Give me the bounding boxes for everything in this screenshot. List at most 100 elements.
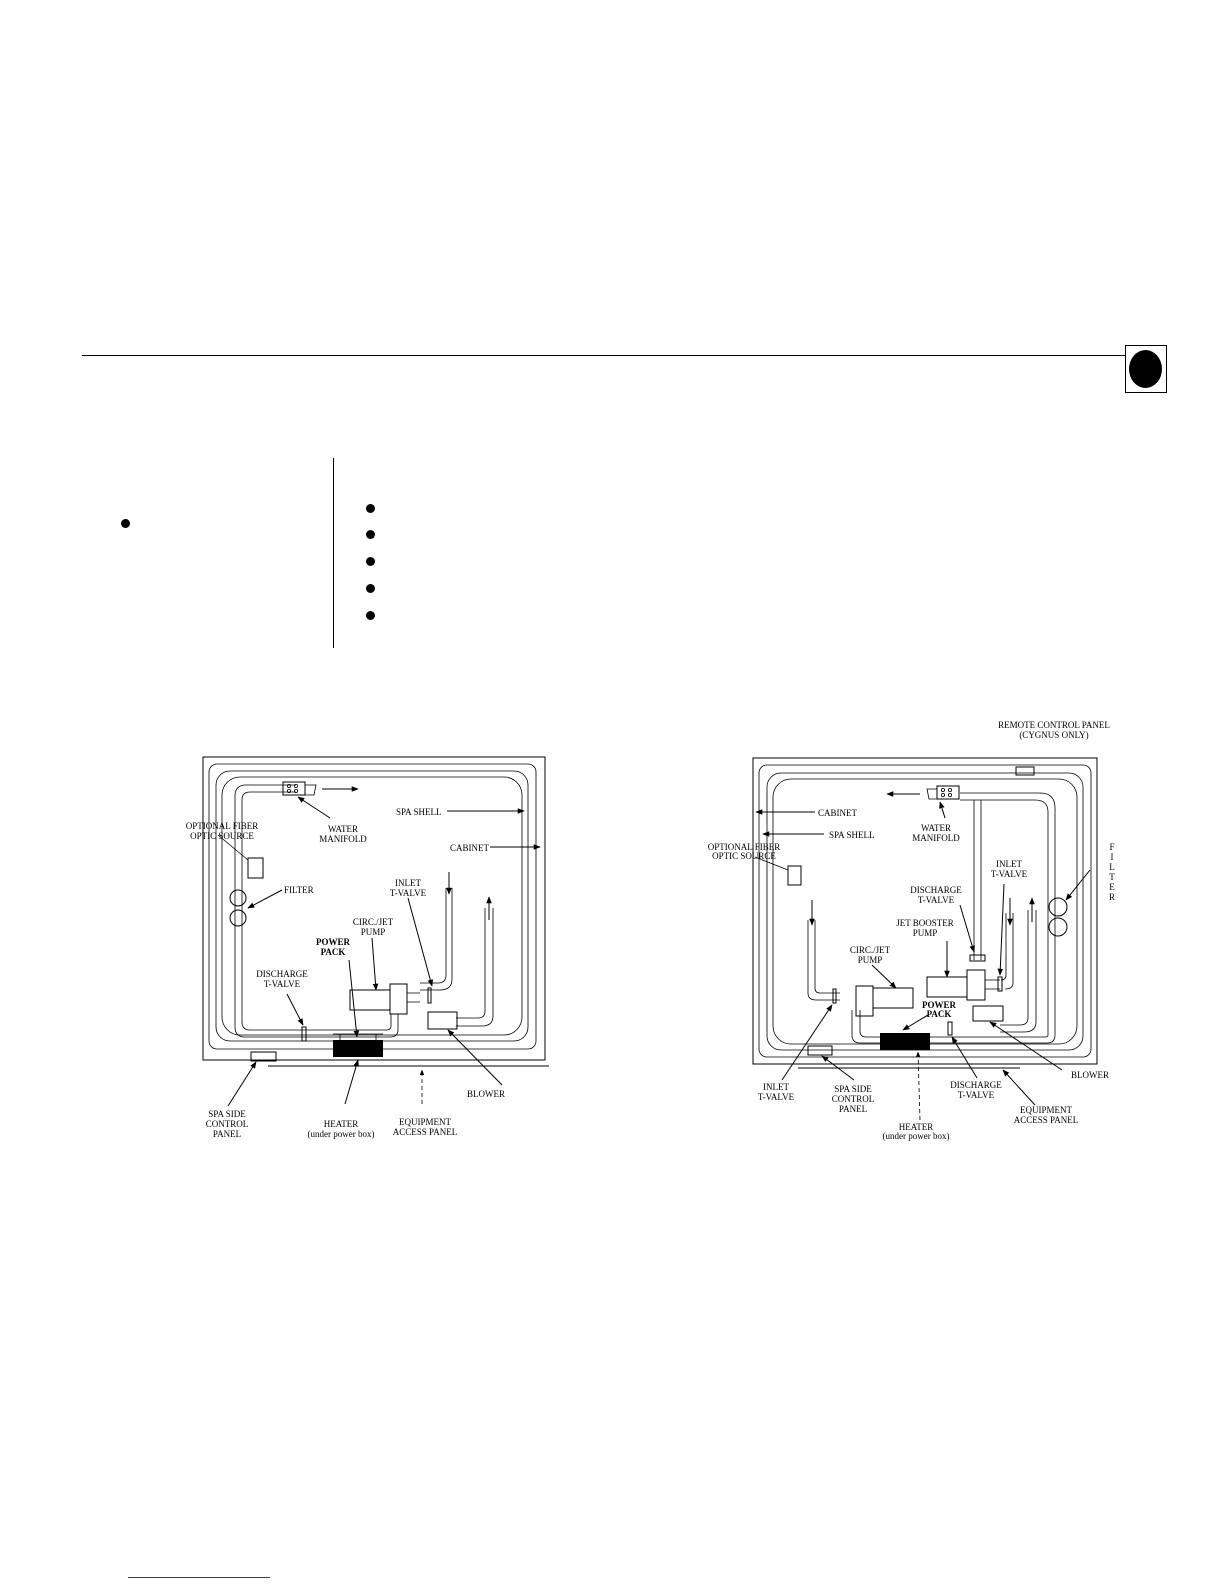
left-cabinet-inner xyxy=(208,763,537,1050)
left-blower xyxy=(427,1011,458,1030)
left-label-blower: BLOWER xyxy=(467,1089,505,1099)
left-filter-top xyxy=(229,889,247,907)
left-circ-pump-head xyxy=(389,983,408,1015)
right-cabinet-inner xyxy=(758,764,1092,1058)
right-label-spa-side-3: PANEL xyxy=(839,1104,867,1114)
bullet-1 xyxy=(366,504,375,513)
right-label-power-1: POWER xyxy=(922,1000,957,1010)
right-label-spa-shell: SPA SHELL xyxy=(829,830,874,840)
left-label-heater-2: (under power box) xyxy=(308,1129,375,1139)
right-label-manifold-2: MANIFOLD xyxy=(912,833,960,843)
right-filter-top xyxy=(1048,897,1068,917)
header-rule xyxy=(82,355,1125,356)
left-label-discharge-2: T-VALVE xyxy=(264,979,301,989)
left-label-spa-side-3: PANEL xyxy=(213,1129,241,1139)
left-water-manifold xyxy=(282,781,306,796)
right-label-equip-1: EQUIPMENT xyxy=(1020,1105,1072,1115)
right-label-circ-1: CIRC./JET xyxy=(850,945,891,955)
right-label-filter-r: R xyxy=(1109,892,1115,902)
left-discharge-t-valve xyxy=(301,1026,307,1042)
right-circ-pump-head xyxy=(855,985,874,1017)
left-label-equip-2: ACCESS PANEL xyxy=(393,1127,457,1137)
left-label-inlet-2: T-VALVE xyxy=(390,888,427,898)
right-label-inlet-2: T-VALVE xyxy=(991,869,1028,879)
right-label-filter-e: E xyxy=(1109,882,1115,892)
left-label-manifold-1: WATER xyxy=(328,824,358,834)
right-inlet-t-valve xyxy=(997,976,1003,992)
right-label-discharge-top-1: DISCHARGE xyxy=(910,885,962,895)
left-label-power-1: POWER xyxy=(316,937,351,947)
right-label-discharge-top-2: T-VALVE xyxy=(918,895,955,905)
right-discharge-t-valve-bottom xyxy=(947,1021,953,1036)
left-label-cabinet: CABINET xyxy=(450,843,489,853)
left-bullet xyxy=(121,519,130,528)
right-label-heater-2: (under power box) xyxy=(883,1131,950,1141)
bullet-5 xyxy=(366,611,375,620)
right-label-fiber-1: OPTIONAL FIBER xyxy=(708,842,780,852)
right-circ-pump-motor xyxy=(872,987,914,1009)
right-label-manifold-1: WATER xyxy=(921,823,951,833)
right-fiber-optic-source xyxy=(787,865,802,886)
left-label-manifold-2: MANIFOLD xyxy=(319,834,367,844)
left-spa-shell-inner xyxy=(221,776,523,1036)
right-inlet-t-valve-bottom xyxy=(832,988,837,1004)
section-tab xyxy=(1125,345,1167,393)
right-label-filter-i: I xyxy=(1111,852,1114,862)
left-spa-side-control-panel xyxy=(250,1051,277,1062)
right-diagram: REMOTE CONTROL PANEL (CYGNUS ONLY) CABIN… xyxy=(708,720,1115,1141)
left-label-heater-1: HEATER xyxy=(324,1119,359,1129)
right-label-discharge-bottom-2: T-VALVE xyxy=(958,1090,995,1100)
right-discharge-t-valve-top xyxy=(969,954,986,962)
right-blower xyxy=(972,1005,1004,1022)
left-power-pack xyxy=(333,1040,383,1057)
right-label-equip-2: ACCESS PANEL xyxy=(1014,1115,1078,1125)
right-remote-control-panel xyxy=(1015,766,1035,776)
bullet-4 xyxy=(366,584,375,593)
right-power-pack xyxy=(880,1033,930,1050)
right-label-filter-t: T xyxy=(1109,872,1115,882)
left-circ-pump-motor xyxy=(349,989,391,1011)
left-filter-bottom xyxy=(229,909,247,927)
left-label-fiber-1: OPTIONAL FIBER xyxy=(186,821,258,831)
left-label-spa-side-1: SPA SIDE xyxy=(208,1109,246,1119)
right-jet-booster-head xyxy=(966,969,986,1001)
section-tab-dot xyxy=(1129,350,1162,388)
right-jet-booster-motor xyxy=(926,976,968,998)
right-label-spa-side-2: CONTROL xyxy=(832,1094,875,1104)
left-label-equip-1: EQUIPMENT xyxy=(399,1117,451,1127)
right-cabinet-outline xyxy=(752,757,1098,1065)
footer-link-underline[interactable] xyxy=(128,1577,270,1578)
column-divider xyxy=(333,458,334,648)
left-label-circ-1: CIRC./JET xyxy=(353,917,394,927)
right-label-inlet-bottom-1: INLET xyxy=(763,1082,789,1092)
right-label-circ-2: PUMP xyxy=(858,955,883,965)
right-label-remote-2: (CYGNUS ONLY) xyxy=(1019,730,1088,740)
left-label-spa-shell: SPA SHELL xyxy=(396,807,441,817)
bullet-2 xyxy=(366,530,375,539)
right-label-remote-1: REMOTE CONTROL PANEL xyxy=(998,720,1110,730)
left-label-fiber-2: OPTIC SOURCE xyxy=(190,831,254,841)
right-label-booster-1: JET BOOSTER xyxy=(896,918,954,928)
left-diagram: OPTIONAL FIBER OPTIC SOURCE WATER MANIFO… xyxy=(186,756,549,1139)
right-label-power-2: PACK xyxy=(927,1009,952,1019)
left-pipe-outer xyxy=(234,784,330,1038)
left-label-power-2: PACK xyxy=(321,947,346,957)
right-water-manifold xyxy=(936,785,960,800)
right-label-blower: BLOWER xyxy=(1071,1070,1109,1080)
right-spa-side-control-panel xyxy=(807,1045,833,1056)
left-label-circ-2: PUMP xyxy=(361,927,386,937)
right-label-fiber-2: OPTIC SOURCE xyxy=(712,851,776,861)
left-fiber-optic-source xyxy=(247,857,264,879)
right-label-filter-f: F xyxy=(1109,842,1114,852)
right-label-spa-side-1: SPA SIDE xyxy=(834,1084,872,1094)
right-label-heater-1: HEATER xyxy=(899,1122,934,1132)
right-label-filter-l: L xyxy=(1109,862,1115,872)
right-label-inlet-bottom-2: T-VALVE xyxy=(758,1092,795,1102)
right-filter-bottom xyxy=(1048,917,1068,937)
right-label-cabinet: CABINET xyxy=(818,808,857,818)
left-inlet-t-valve xyxy=(427,987,432,1004)
right-label-discharge-bottom-1: DISCHARGE xyxy=(950,1080,1002,1090)
left-cabinet-outline xyxy=(202,756,546,1061)
right-label-inlet-1: INLET xyxy=(996,859,1022,869)
